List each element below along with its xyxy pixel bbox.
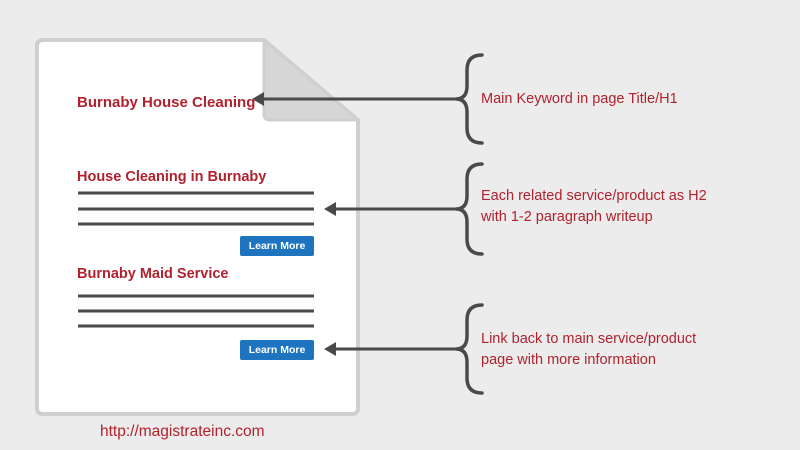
- learn-more-button-1[interactable]: Learn More: [240, 236, 314, 256]
- annotation-line: Main Keyword in page Title/H1: [481, 91, 678, 107]
- arrow-head: [324, 342, 336, 356]
- page-h1-heading: Burnaby House Cleaning: [77, 94, 256, 111]
- annotation-line: Link back to main service/product: [481, 331, 697, 347]
- arrow-title: [252, 92, 463, 106]
- page-fold: [262, 38, 360, 122]
- arrow-h2: [324, 202, 463, 216]
- section-1-heading: House Cleaning in Burnaby: [77, 169, 267, 185]
- curly-brace-1: [455, 53, 484, 145]
- learn-more-button-2[interactable]: Learn More: [240, 340, 314, 360]
- annotation-h2-sections: Each related service/product as H2 with …: [481, 186, 707, 228]
- paragraph-lines-section-2: [78, 294, 314, 328]
- curly-brace-3: [455, 303, 484, 395]
- paragraph-lines-section-1: [78, 191, 314, 226]
- footer-url[interactable]: http://magistrateinc.com: [100, 423, 265, 440]
- arrow-head: [324, 202, 336, 216]
- curly-brace-2: [455, 162, 484, 256]
- annotation-line: page with more information: [481, 352, 656, 368]
- annotation-line: with 1-2 paragraph writeup: [481, 209, 653, 225]
- arrow-link: [324, 342, 463, 356]
- annotation-link-back: Link back to main service/product page w…: [481, 329, 696, 371]
- annotation-title-h1: Main Keyword in page Title/H1: [481, 89, 678, 110]
- annotation-line: Each related service/product as H2: [481, 188, 707, 204]
- document-page: [35, 38, 360, 416]
- arrow-head: [252, 92, 264, 106]
- section-2-heading: Burnaby Maid Service: [77, 266, 229, 282]
